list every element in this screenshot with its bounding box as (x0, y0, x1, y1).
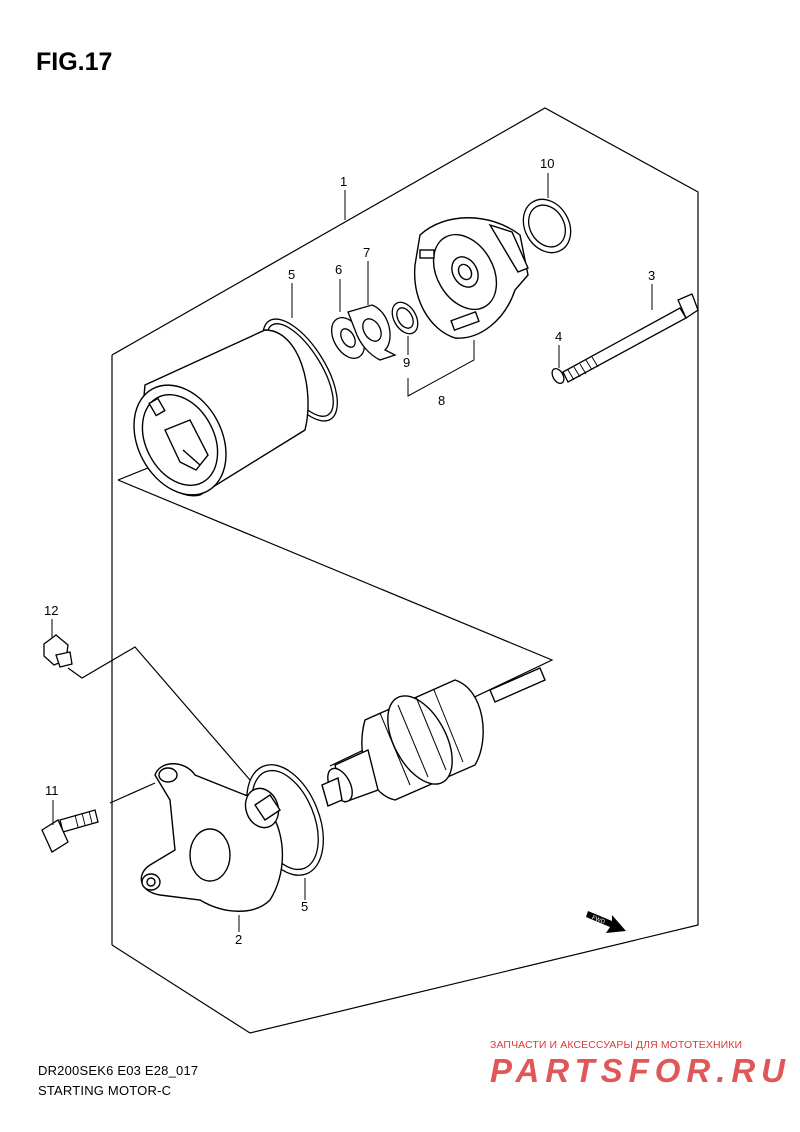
callout-9: 9 (403, 355, 410, 370)
svg-text:PARTSFOR.RU: PARTSFOR.RU (490, 1052, 786, 1089)
forward-arrow-icon: FWD (586, 911, 626, 933)
watermark-tagline: ЗАПЧАСТИ И АКСЕССУАРЫ ДЛЯ МОТОТЕХНИКИ (490, 1039, 743, 1051)
figure-title: FIG.17 (36, 48, 113, 76)
guide-line-bolt12 (67, 646, 251, 781)
model-code: DR200SEK6 E03 E28_017 (38, 1063, 199, 1078)
part-9-seal (391, 301, 419, 335)
callout-10: 10 (540, 156, 554, 171)
callout-6: 6 (335, 262, 342, 277)
guide-line-bolt11 (109, 782, 156, 804)
callout-5-upper: 5 (288, 267, 295, 282)
callout-1: 1 (340, 174, 347, 189)
assembly-outline (111, 107, 699, 1034)
diagram-name: STARTING MOTOR-C (38, 1083, 172, 1098)
callout-12: 12 (44, 603, 58, 618)
part-8-end-cover (414, 217, 529, 339)
forward-arrow-label: FWD (591, 915, 607, 926)
part-yoke-housing (133, 329, 309, 497)
callout-5-lower: 5 (301, 899, 308, 914)
guide-line-housing (117, 479, 554, 767)
part-4-clip (551, 367, 565, 385)
callout-7: 7 (363, 245, 370, 260)
part-2-front-housing (140, 763, 283, 912)
callout-11: 11 (45, 783, 59, 798)
callout-3: 3 (648, 268, 655, 283)
callout-8: 8 (438, 393, 445, 408)
callout-2: 2 (235, 932, 242, 947)
part-armature (321, 667, 546, 807)
part-7-plate (347, 304, 397, 361)
watermark-logo: PARTSFOR.RU (490, 1052, 786, 1089)
part-3-through-bolt (562, 293, 699, 383)
part-10-oring (522, 198, 572, 254)
leader-8 (407, 340, 475, 397)
part-12-nut (43, 634, 73, 668)
callout-4: 4 (555, 329, 562, 344)
part-11-bolt (41, 809, 99, 853)
